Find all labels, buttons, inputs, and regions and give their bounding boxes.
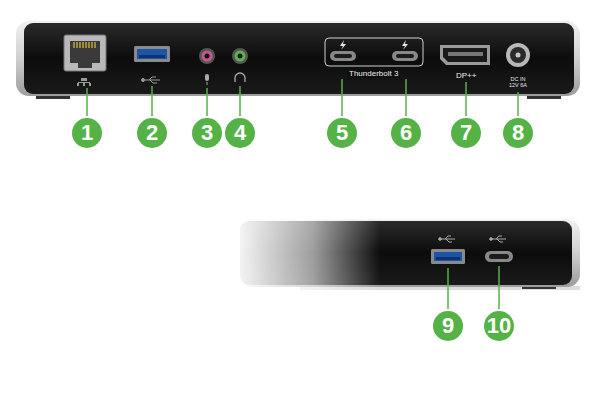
ethernet-port: [64, 35, 106, 86]
dock-front: [16, 21, 580, 99]
thunderbolt-ports: [325, 38, 423, 66]
callout-number: 5: [327, 118, 357, 148]
port-label: DP++: [456, 71, 476, 80]
callout-number: 4: [225, 118, 255, 148]
callout-number: 8: [503, 118, 533, 148]
port-label: Thunderbolt 3: [347, 69, 400, 78]
dc-jack: [506, 43, 530, 67]
callout-number: 3: [192, 118, 222, 148]
usb-a-port: [134, 46, 170, 83]
leader-lines-rear: [448, 266, 499, 309]
callout-number: 6: [391, 118, 421, 148]
mic-jack: [199, 48, 215, 85]
callout-number: 2: [137, 118, 167, 148]
callout-number: 7: [451, 118, 481, 148]
headphone-jack: [232, 48, 248, 82]
displayport: [440, 45, 490, 65]
dock-rear: [230, 215, 580, 295]
callout-number: 9: [433, 311, 463, 341]
port-label: DC IN 12V 6A: [506, 76, 530, 88]
callout-number: 1: [72, 118, 102, 148]
leader-lines: [87, 79, 518, 116]
callout-number: 10: [484, 311, 514, 341]
